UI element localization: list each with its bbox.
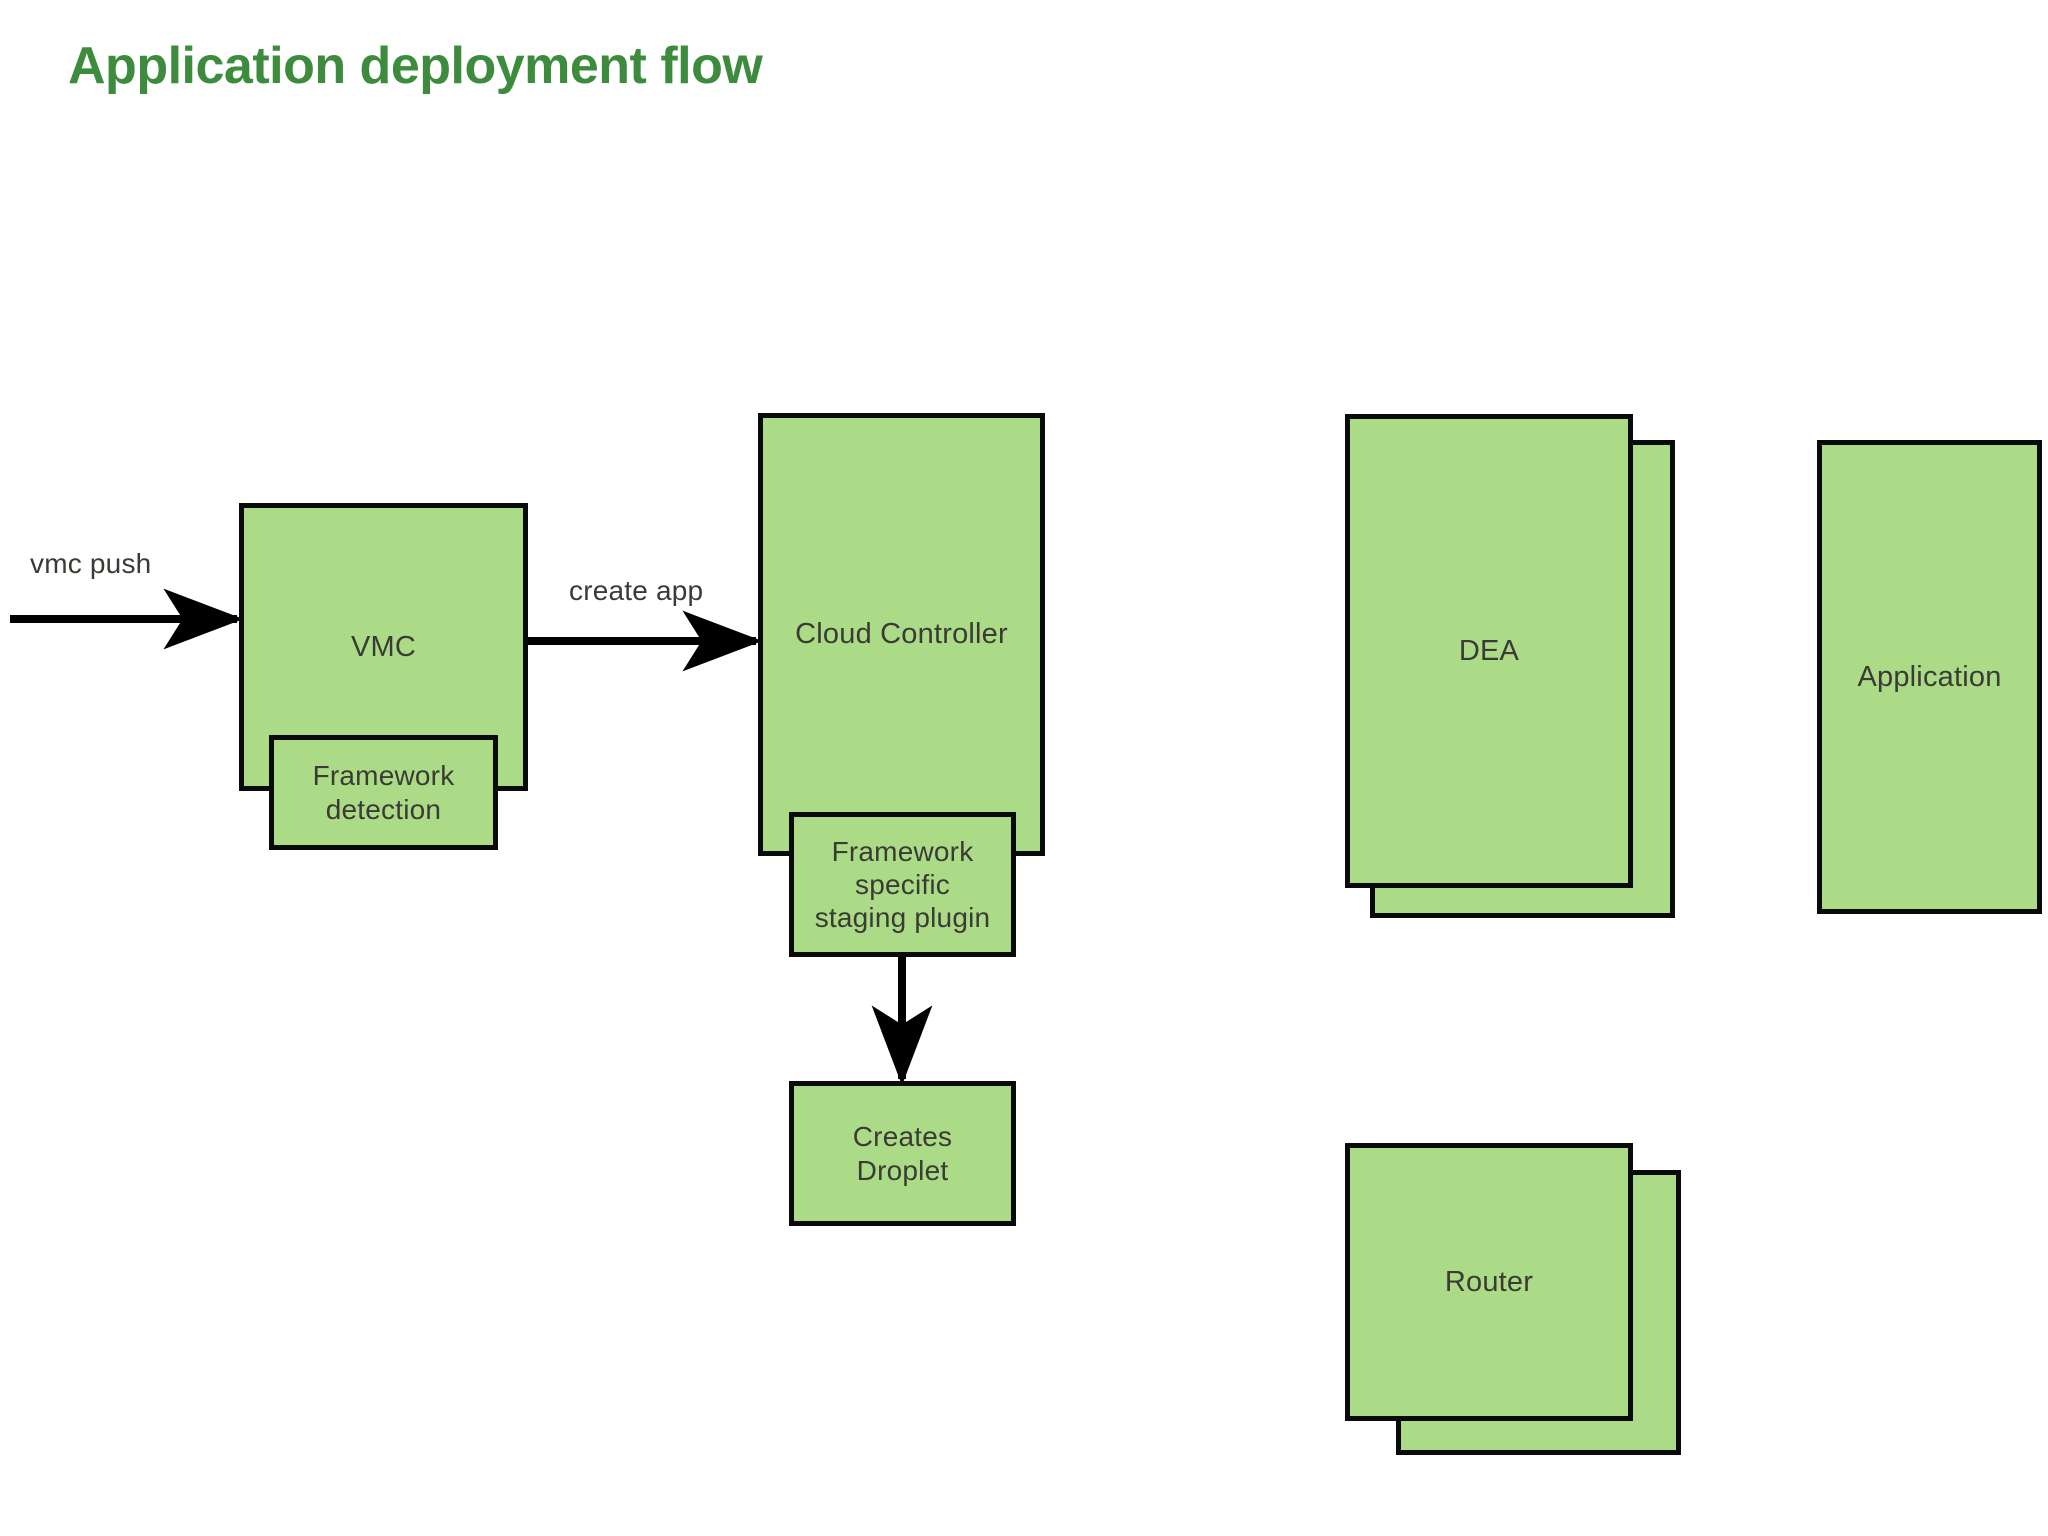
node-staging-plugin[interactable]: Framework specific staging plugin (789, 812, 1016, 957)
node-staging-plugin-label: Framework specific staging plugin (809, 835, 997, 934)
node-router[interactable]: Router (1345, 1143, 1633, 1421)
staging-plugin-line-2: specific (855, 868, 950, 900)
node-cloud-controller-label: Cloud Controller (795, 618, 1008, 651)
node-application[interactable]: Application (1817, 440, 2042, 914)
node-framework-detection-label: Framework detection (307, 759, 461, 825)
staging-plugin-line-1: Framework (831, 835, 974, 867)
framework-detection-line-2: detection (325, 793, 442, 825)
node-creates-droplet-label: Creates Droplet (847, 1120, 958, 1186)
node-vmc-label: VMC (350, 630, 417, 663)
staging-plugin-line-3: staging plugin (814, 902, 991, 934)
node-dea[interactable]: DEA (1345, 414, 1633, 888)
edge-label-vmc-push: vmc push (30, 548, 152, 579)
page-title: Application deployment flow (68, 37, 763, 95)
node-dea-label: DEA (1458, 634, 1520, 667)
node-framework-detection[interactable]: Framework detection (269, 735, 498, 850)
node-cloud-controller[interactable]: Cloud Controller (758, 413, 1045, 856)
node-router-label: Router (1444, 1265, 1534, 1298)
edge-label-create-app: create app (569, 575, 704, 606)
node-creates-droplet[interactable]: Creates Droplet (789, 1081, 1016, 1226)
creates-droplet-line-1: Creates (852, 1121, 953, 1153)
framework-detection-line-1: Framework (312, 760, 455, 792)
creates-droplet-line-2: Droplet (856, 1154, 949, 1186)
node-application-label: Application (1857, 660, 2002, 693)
